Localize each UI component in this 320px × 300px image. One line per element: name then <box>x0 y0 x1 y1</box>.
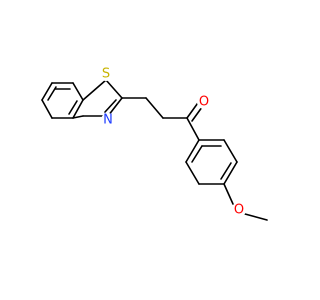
bond <box>72 99 84 119</box>
atom-nitrogen: N <box>101 113 115 128</box>
bond <box>223 183 234 205</box>
atom-ether-oxygen: O <box>232 203 246 218</box>
molecule-canvas: S N O O <box>41 66 268 221</box>
bond <box>145 97 164 119</box>
double-bond-inner <box>191 145 203 163</box>
bond <box>186 117 200 141</box>
double-bond-inner <box>68 100 78 115</box>
double-bond-inner <box>47 86 57 101</box>
double-bond-inner <box>104 99 117 113</box>
atom-sulfur: S <box>99 67 113 82</box>
bond <box>185 161 200 185</box>
bond <box>82 79 107 101</box>
bond <box>105 79 123 99</box>
sulfur-label: S <box>102 67 110 82</box>
ether-oxygen-label: O <box>234 203 244 218</box>
methoxy-group <box>223 183 268 221</box>
bond <box>72 82 84 101</box>
nitrogen-label: N <box>103 113 113 128</box>
bond <box>72 115 84 119</box>
molecule-structure: S N O O <box>41 67 268 221</box>
propanone-chain <box>121 97 206 141</box>
bond <box>185 139 200 163</box>
thiazole-ring <box>72 79 123 119</box>
bond <box>41 99 53 119</box>
double-bond-inner <box>220 162 232 180</box>
bond <box>223 161 238 185</box>
bond <box>107 97 123 117</box>
carbonyl-oxygen-label: O <box>199 95 209 110</box>
bond <box>223 139 238 163</box>
atom-carbonyl-oxygen: O <box>197 95 211 110</box>
methoxyphenyl-ring <box>185 139 238 185</box>
benzothiazole-benzene-ring <box>41 82 84 119</box>
bond <box>244 213 268 221</box>
bond <box>41 82 53 101</box>
